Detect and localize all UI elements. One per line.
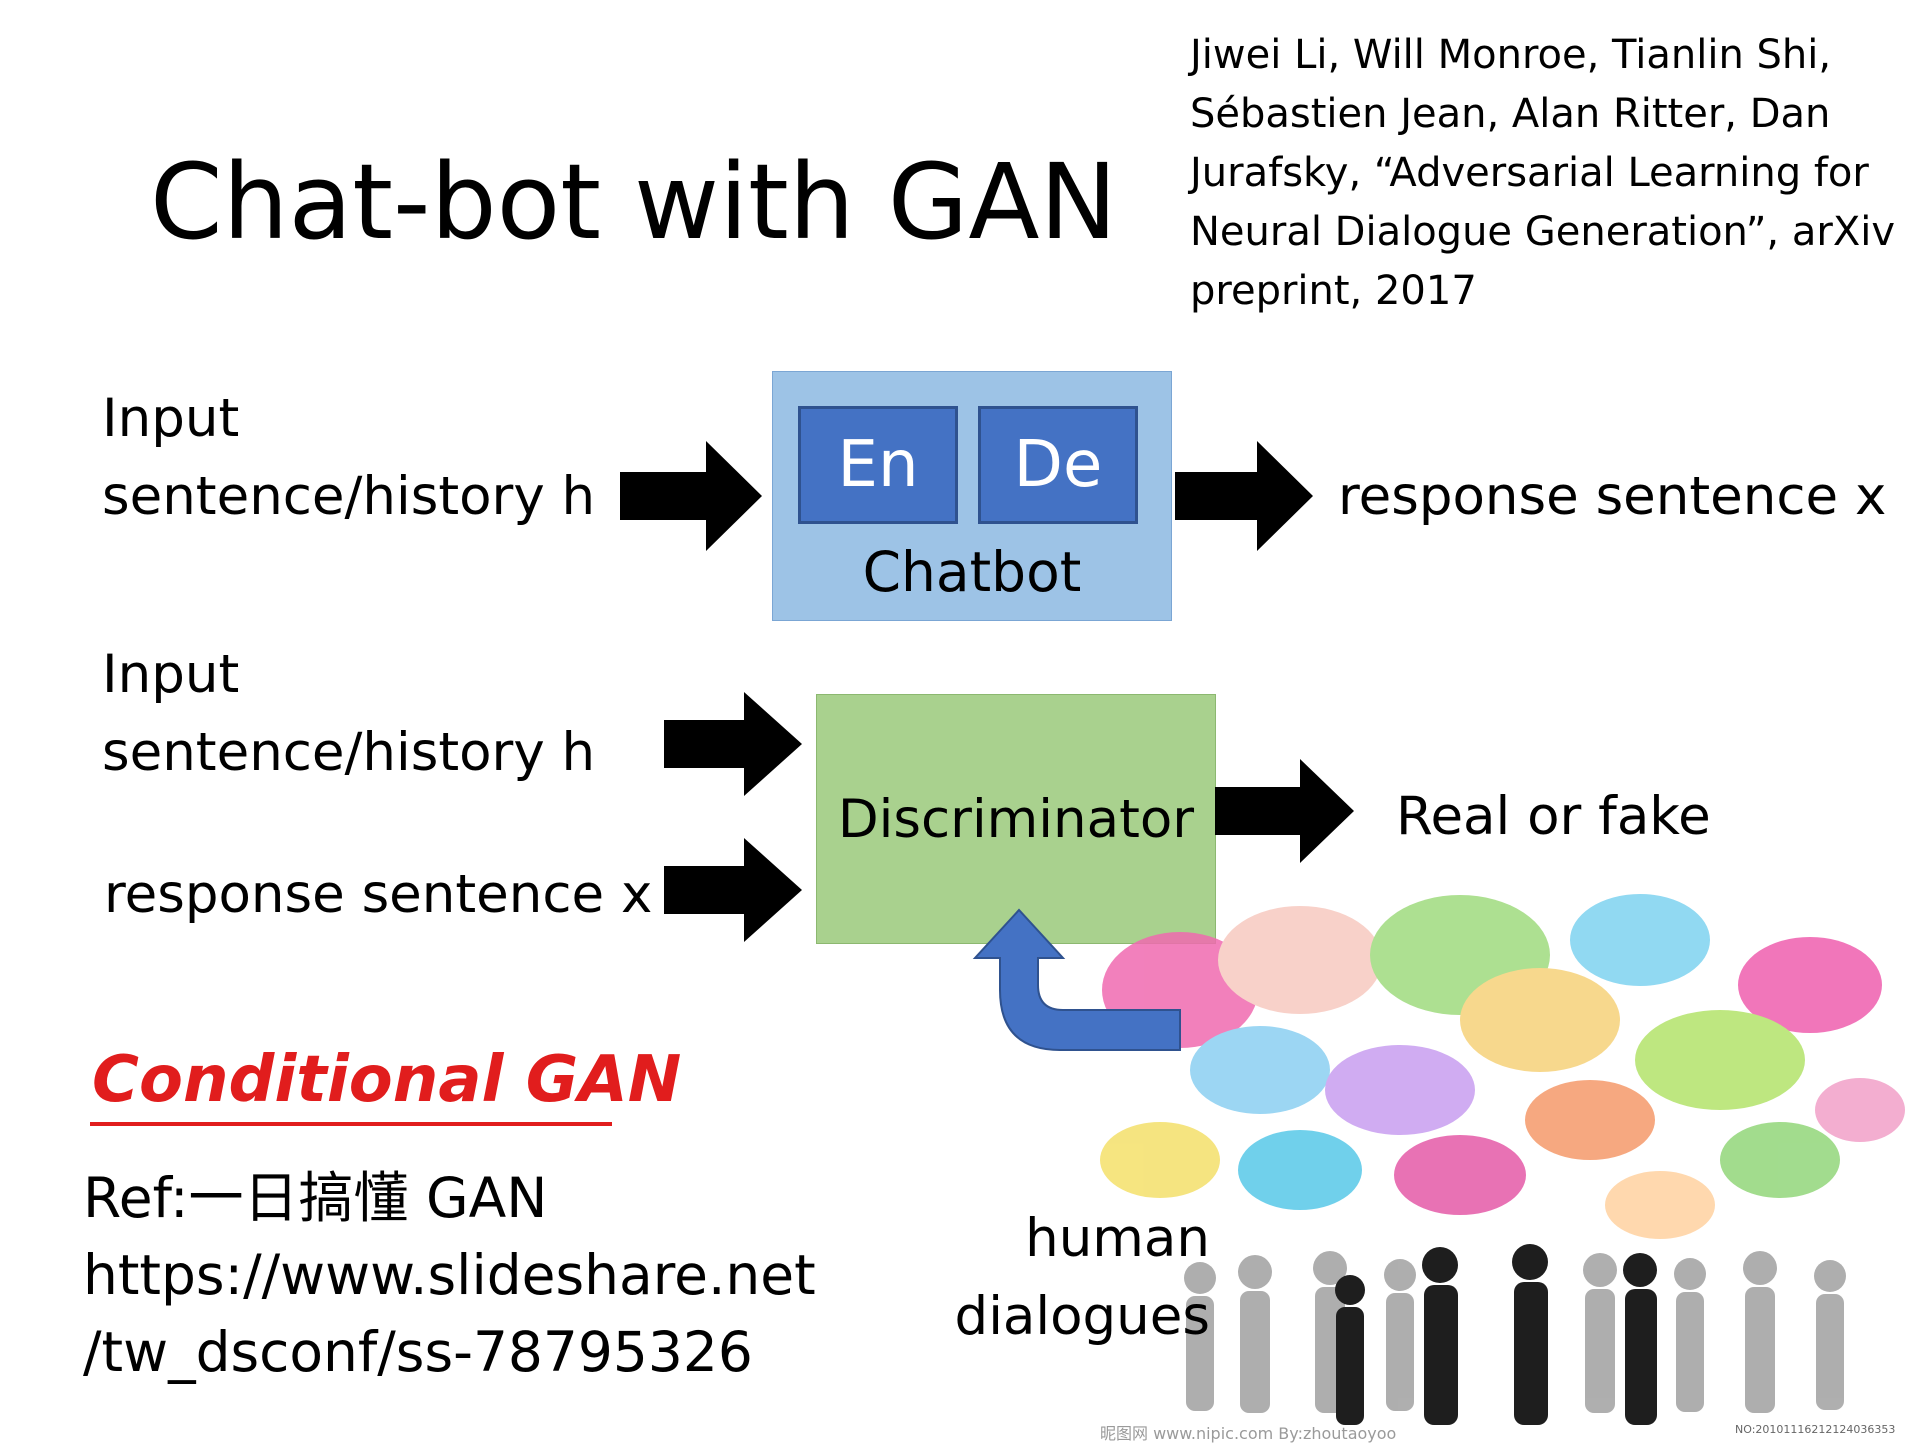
chatbot-input-line2: sentence/history h: [102, 466, 596, 527]
slide-title: Chat-bot with GAN: [150, 141, 1118, 263]
discriminator-output-label: Real or fake: [1396, 786, 1711, 847]
chatbot-input-label: Input sentence/history h: [102, 380, 595, 536]
arrow-input-to-chatbot: [620, 441, 762, 551]
citation: Jiwei Li, Will Monroe, Tianlin Shi, Séba…: [1190, 32, 1895, 314]
arrow-discriminator-to-output: [1215, 759, 1354, 863]
discriminator-input-line2: sentence/history h: [102, 722, 596, 783]
discriminator-input-label: Input sentence/history h: [102, 636, 595, 792]
encoder-block: En: [798, 406, 958, 524]
speech-bubbles-illustration: [1100, 894, 1905, 1239]
arrow-chatbot-to-output: [1175, 441, 1313, 551]
feedback-arrow: [972, 908, 1181, 1051]
reference-url-line1[interactable]: https://www.slideshare.net: [83, 1243, 816, 1307]
dialogues-line: dialogues: [954, 1286, 1210, 1347]
chatbot-input-line1: Input: [102, 388, 240, 449]
chatbot-label: Chatbot: [862, 540, 1082, 604]
reference-block: Ref:一日搞懂 GAN https://www.slideshare.net …: [83, 1160, 816, 1391]
arrow-response-to-discriminator: [664, 838, 802, 942]
discriminator-box: Discriminator: [816, 694, 1216, 944]
human-line: human: [1025, 1208, 1210, 1269]
discriminator-response-label: response sentence x: [104, 864, 653, 925]
reference-title: Ref:一日搞懂 GAN: [83, 1166, 548, 1230]
chatbot-output-label: response sentence x: [1338, 466, 1887, 527]
chatbot-box: En De Chatbot: [772, 371, 1172, 621]
discriminator-input-line1: Input: [102, 644, 240, 705]
decoder-block: De: [978, 406, 1138, 524]
arrow-history-to-discriminator: [664, 692, 802, 796]
reference-url-line2[interactable]: /tw_dsconf/ss-78795326: [83, 1320, 753, 1384]
crowd-silhouettes: [1184, 1244, 1846, 1425]
image-watermark: 昵图网 www.nipic.com By:zhoutaoyoo: [1100, 1424, 1397, 1443]
conditional-gan-underline: [90, 1122, 612, 1126]
watermark-id: NO:20101116212124036353: [1735, 1423, 1896, 1436]
human-dialogues-label: human dialogues: [940, 1200, 1210, 1356]
conditional-gan-label: Conditional GAN: [92, 1043, 682, 1117]
